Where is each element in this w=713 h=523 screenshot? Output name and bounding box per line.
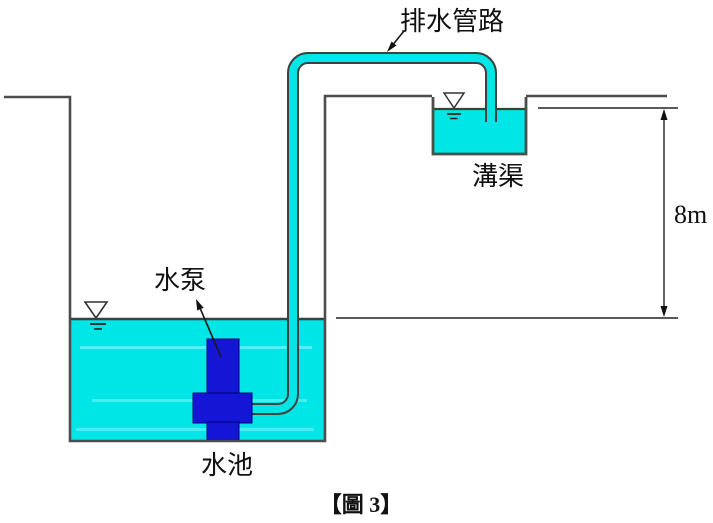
dimension-arrow-down-icon	[660, 306, 668, 317]
figure-caption: 【圖 3】	[320, 492, 403, 517]
dimension-arrow-up-icon	[660, 109, 668, 120]
leader-arrow-icon	[387, 41, 397, 52]
drainage-pipe-label: 排水管路	[400, 7, 504, 36]
dimension-8m: 8m	[336, 107, 707, 319]
pump-motor-housing	[192, 392, 253, 424]
water-level-triangle-icon	[442, 92, 466, 110]
pit-outline	[4, 94, 432, 443]
pump-base	[206, 421, 240, 441]
drainage-pipe-leader	[387, 30, 405, 52]
water-level-triangle-icon	[83, 301, 109, 320]
dimension-label: 8m	[674, 200, 707, 229]
leader-arrow-icon	[196, 299, 204, 311]
ditch-water-level-icon	[442, 92, 466, 120]
ditch-water	[434, 109, 526, 153]
pool-label: 水池	[201, 451, 253, 480]
pump-leader	[196, 299, 222, 358]
ditch-label: 溝渠	[472, 162, 524, 191]
pump-label: 水泵	[154, 266, 206, 295]
leader-line	[199, 307, 222, 358]
drain-pipe-bore	[248, 54, 495, 413]
ditch-water-fill	[434, 109, 526, 153]
ditch-outline	[431, 97, 528, 156]
pool-water-highlight	[80, 346, 312, 349]
pool-water-highlight	[76, 428, 314, 431]
pump-upper-body	[206, 338, 240, 395]
pump	[192, 338, 253, 441]
drain-pipe	[248, 52, 497, 415]
pool-water-level-icon	[83, 301, 109, 330]
